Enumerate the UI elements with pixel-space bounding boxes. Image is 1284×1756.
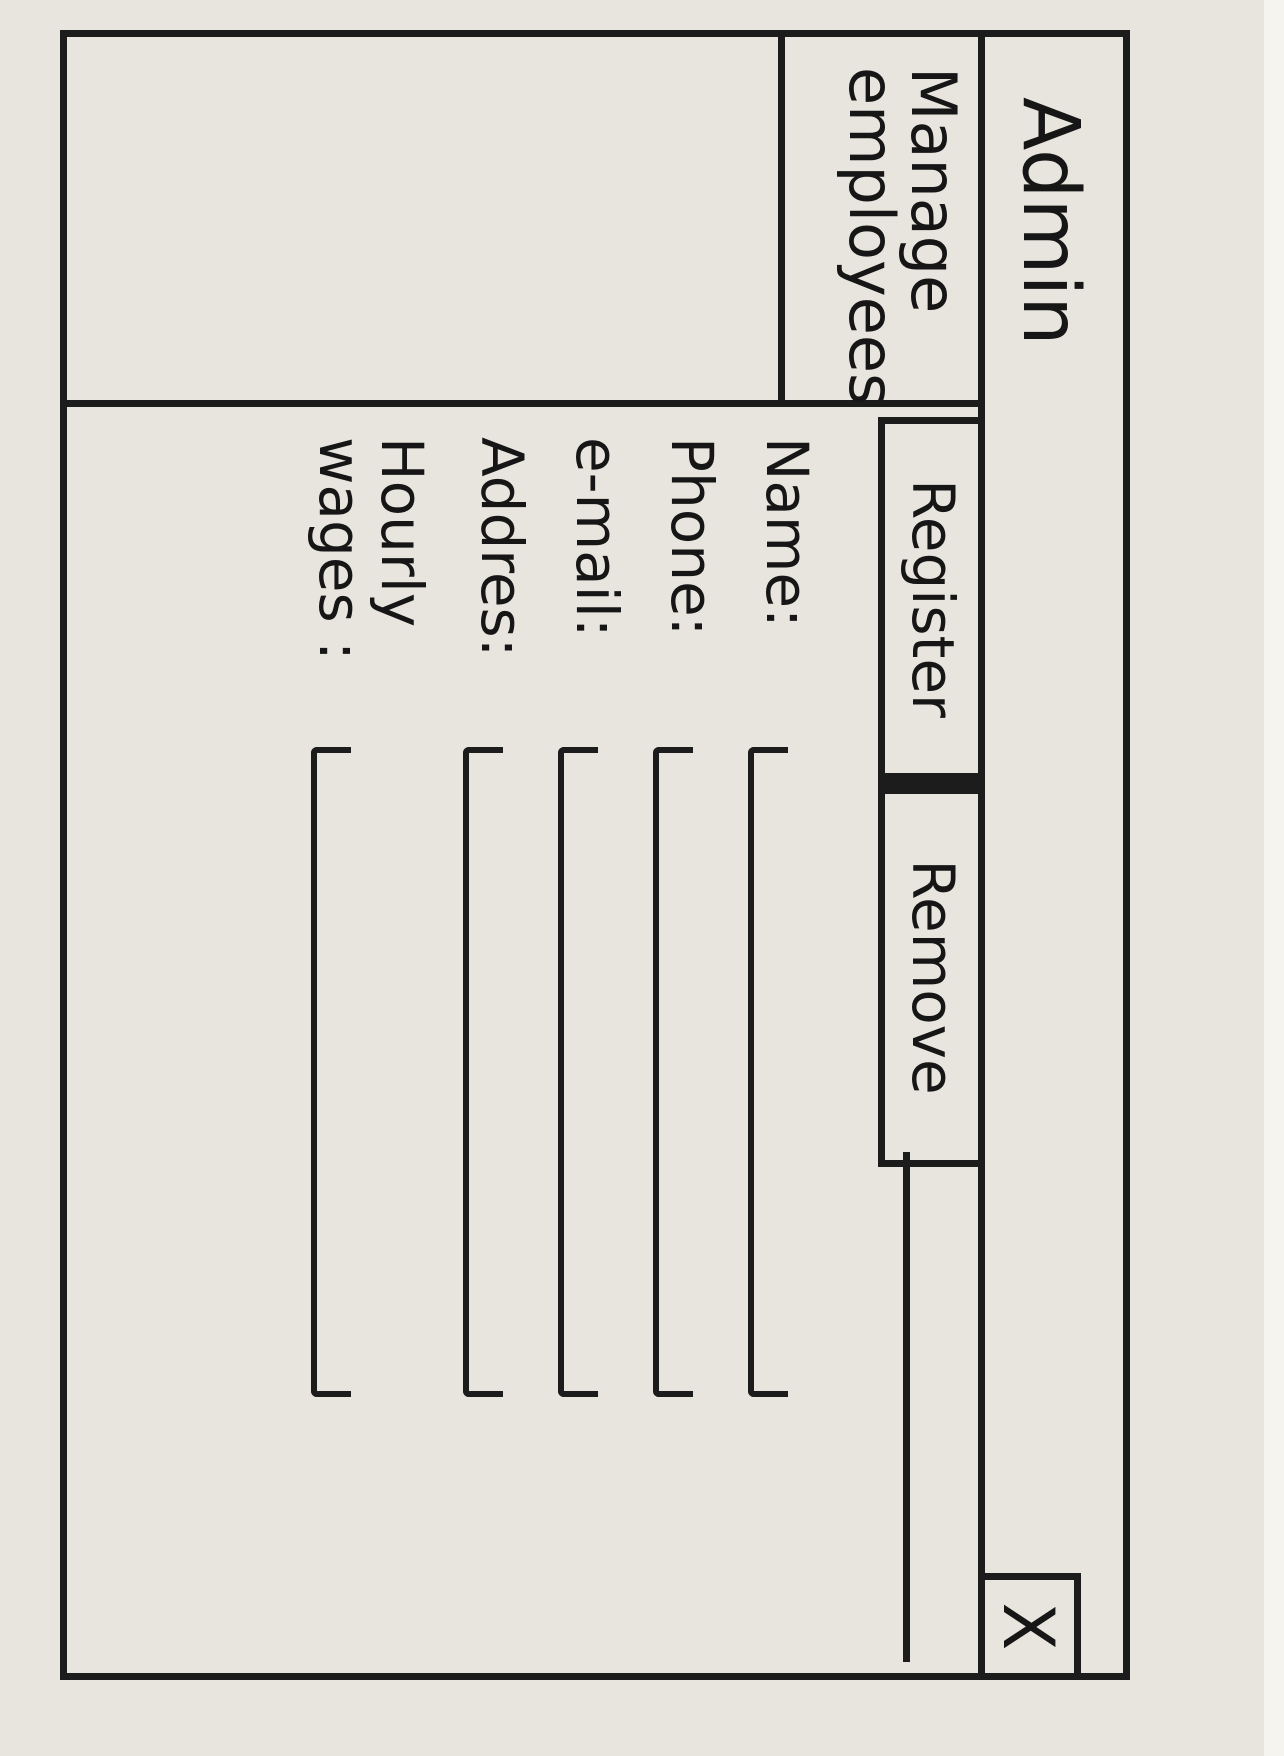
sidebar-item-label-line2: employees [835,67,908,406]
name-field[interactable] [748,747,788,1397]
sidebar-item-manage-employees[interactable]: Manage employees [778,37,978,406]
email-label: e-mail: [563,437,631,638]
name-label: Name: [753,437,821,628]
titlebar: Admin X [978,37,1123,1673]
paper-edge [1264,0,1284,1756]
sketch-stage: Admin X Manage employees Register Remove… [60,30,1130,1680]
admin-window: Admin X Manage employees Register Remove… [60,30,1130,1680]
email-field[interactable] [558,747,598,1397]
form-row-hourly-wages: Hourly wages : [293,437,436,1637]
tab-remove[interactable]: Remove [878,787,978,1167]
tab-bar-divider [903,1152,910,1662]
form-row-phone: Phone: [643,437,726,1637]
sidebar: Manage employees [60,37,978,407]
phone-field[interactable] [653,747,693,1397]
hourly-wages-label: Hourly wages : [306,437,436,661]
window-title: Admin [1005,97,1095,346]
hourly-wages-field[interactable] [311,747,351,1397]
form-row-email: e-mail: [548,437,631,1637]
phone-label: Phone: [658,437,726,637]
form-row-address: Addres: [453,437,536,1637]
close-button[interactable]: X [978,1573,1081,1673]
address-label: Addres: [468,437,536,658]
form-row-name: Name: [738,437,821,1637]
main-panel: Register Remove Name: Phone: e-mail: [60,407,978,1680]
sidebar-item-label-line1: Manage [897,67,970,314]
address-field[interactable] [463,747,503,1397]
tab-register[interactable]: Register [878,417,978,787]
